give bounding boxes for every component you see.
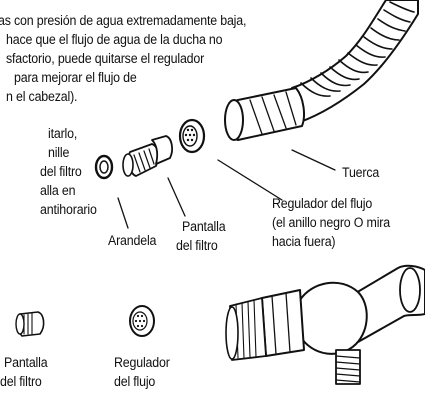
intro-line-4: para mejorar el flujo de: [14, 70, 137, 85]
tuerca-nut: [224, 87, 305, 141]
side-line-3: del filtro: [40, 164, 82, 179]
side-line-2: nille: [48, 145, 70, 160]
label-pantalla-bottom-line-2: del filtro: [0, 374, 42, 389]
side-line-5: antihorario: [40, 202, 97, 217]
label-pantalla-bottom-line-1: Pantalla: [4, 355, 48, 370]
shower-arm-fitting: [225, 264, 425, 385]
intro-line-3: sfactorio, puede quitarse el regulador: [6, 51, 205, 66]
leader-lines: [117, 149, 336, 229]
flow-regulator-part: [178, 118, 206, 154]
washer-part: [94, 154, 114, 180]
flexible-hose: [291, 0, 419, 123]
label-pantalla-top-line-2: del filtro: [176, 238, 218, 253]
side-line-4: alla en: [40, 183, 76, 198]
label-regulador-line-1: Regulador del flujo: [272, 196, 373, 211]
filter-screen-part: [122, 135, 173, 177]
label-regulador-bottom-line-2: del flujo: [114, 374, 156, 389]
filter-screen-small: [15, 311, 45, 337]
label-pantalla-top-line-1: Pantalla: [182, 219, 226, 234]
intro-line-5: n el cabezal).: [6, 89, 78, 104]
label-regulador-line-2: (el anillo negro O mira: [272, 215, 390, 230]
label-arandela: Arandela: [108, 233, 157, 248]
label-regulador-line-3: hacia fuera): [272, 234, 336, 249]
flow-regulator-small: [129, 305, 155, 337]
intro-line-2: hace que el flujo de agua de la ducha no: [6, 32, 223, 47]
label-tuerca: Tuerca: [342, 165, 380, 180]
label-regulador-bottom-line-1: Regulador: [114, 355, 170, 370]
intro-line-1: as con presión de agua extremadamente ba…: [0, 13, 247, 28]
side-line-1: itarlo,: [48, 126, 78, 141]
